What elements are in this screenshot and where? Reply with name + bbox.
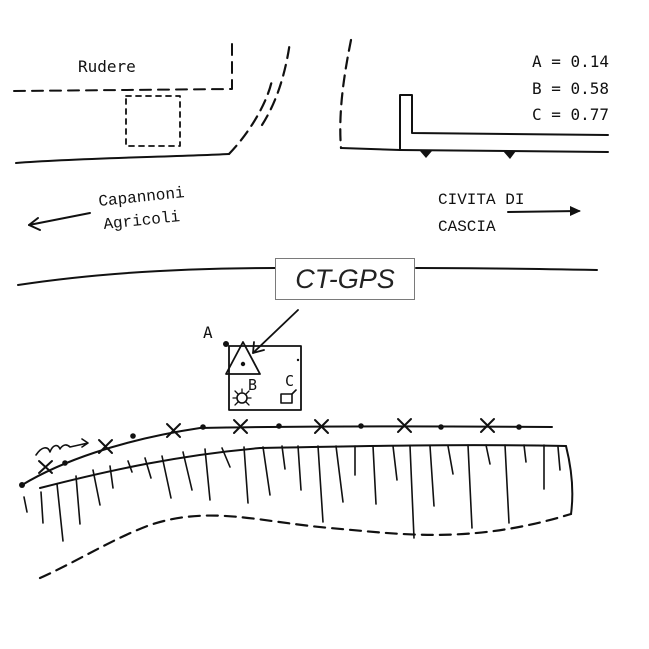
station-label: CT-GPS [295, 263, 395, 294]
direction-farm-sheds: Capannoni Agricoli [28, 184, 186, 234]
slope-hatching [23, 444, 561, 542]
flow-arrow-icon [35, 438, 89, 456]
point-a-marker [223, 341, 229, 347]
ruin-label: Rudere [78, 57, 136, 76]
town-label-1: CIVITA DI [438, 191, 524, 209]
main-road-line [17, 267, 598, 286]
road-curve-inner [227, 78, 274, 156]
ruin-enclosure [13, 43, 233, 147]
legend-c: C = 0.77 [532, 105, 609, 124]
escarpment-top [39, 444, 567, 489]
direction-town: CIVITA DI CASCIA [438, 191, 581, 236]
legend-b: B = 0.58 [532, 79, 609, 98]
legend: A = 0.14 B = 0.58 C = 0.77 [532, 52, 609, 124]
escarpment-right-edge [565, 445, 574, 515]
fence-line [21, 425, 553, 486]
fence-crosses [38, 418, 495, 474]
point-a-label: A [203, 323, 213, 342]
legend-a: A = 0.14 [532, 52, 609, 71]
road-right-curve [339, 38, 353, 150]
point-b-label: B [248, 376, 257, 394]
building-outline [340, 94, 609, 159]
farm-sheds-label-2: Agricoli [103, 208, 181, 234]
escarpment-base [38, 512, 573, 580]
town-label-2: CASCIA [438, 218, 496, 236]
road-curve-outer [260, 40, 292, 127]
fence-posts [19, 423, 522, 488]
station-enclosure [223, 309, 302, 411]
farm-sheds-label-1: Capannoni [98, 184, 186, 211]
point-c-label: C [285, 372, 294, 390]
road-left-edge [15, 153, 230, 164]
station-label-box: CT-GPS [275, 258, 415, 300]
